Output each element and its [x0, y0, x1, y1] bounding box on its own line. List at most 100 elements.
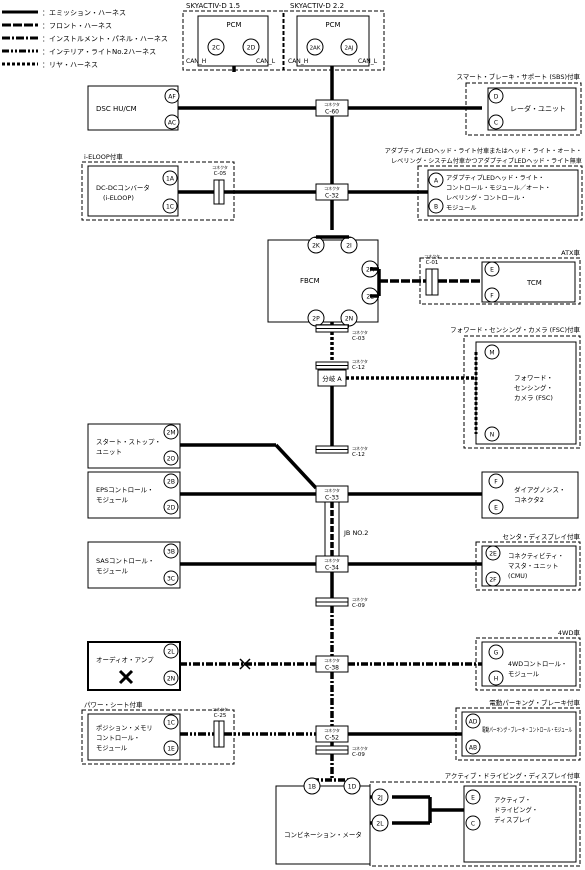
epb-module: 電動パーキング・ブレーキ付車 電動パーキング・ブレーキ・コントロール・モジュール… [455, 698, 581, 761]
pin-label: AC [168, 120, 176, 127]
tcm-label: TCM [526, 279, 542, 287]
adaptive-label3: レベリング・コントロール・ [446, 194, 526, 202]
eps-label2: モジュール [96, 496, 129, 504]
pin-label: B [434, 204, 438, 211]
pin-label: 3C [167, 576, 175, 583]
conn-word: コネクタ [324, 101, 340, 107]
fsc-caption: フォワード・センシング・カメラ (FSC)付車 [450, 325, 580, 334]
adaptive-label4: モジュール [446, 205, 477, 212]
connector-c25: C-25 [214, 713, 227, 719]
pcm-15-label: PCM [226, 21, 241, 29]
pin-label: E [494, 505, 498, 512]
sbs-caption: スマート・ブレーキ・サポート (SBS)付車 [456, 72, 580, 81]
legend-label-interior: ：インテリア・ライトNo.2ハーネス [42, 48, 156, 56]
connector-c09a: C-09 [352, 603, 365, 609]
pin-label: H [494, 676, 499, 683]
start-stop-label2: ユニット [96, 448, 122, 456]
pin-label: 2I [346, 243, 352, 250]
add-label1: アクティブ・ [494, 795, 531, 804]
epb-label: 電動パーキング・ブレーキ・コントロール・モジュール [482, 726, 572, 734]
pin-label: 2B [167, 479, 175, 486]
conn-word: コネクタ [324, 727, 340, 733]
open-circuit-cross-icon [239, 658, 251, 670]
conn-word: コネクタ [324, 185, 340, 191]
pin-label: AB [469, 745, 477, 752]
add-label3: ディスプレイ [494, 815, 531, 824]
conn-word: コネクタ [352, 745, 368, 751]
engine-15-label: SKYACTIV-D 1.5 [186, 2, 240, 10]
epb-caption: 電動パーキング・ブレーキ付車 [489, 698, 580, 707]
pin-label: 1E [167, 746, 175, 753]
pin-label: C [471, 821, 475, 828]
pin-label: F [494, 479, 498, 486]
branch-a: 分岐 A [317, 369, 347, 387]
fsc-label1: フォワード・ [514, 374, 553, 382]
pin-label: D [494, 94, 499, 101]
cmu-label3: (CMU) [508, 573, 527, 580]
conn-word: コネクタ [352, 445, 368, 451]
sas-label2: モジュール [96, 567, 129, 575]
pin-label: 2L [376, 821, 384, 828]
eloop-label: DC-DCコンバータ [96, 183, 150, 192]
pin-label: AD [469, 719, 478, 726]
pin-label: 2N [167, 676, 175, 683]
conn-word: コネクタ [324, 487, 340, 493]
fbcm-module: FBCM 2K 2I 2R 2L 2P 2N [267, 236, 379, 327]
branch-label: 分岐 A [322, 374, 342, 383]
fsc-label3: カメラ (FSC) [514, 394, 553, 402]
pcm-22-label: PCM [325, 21, 340, 29]
connector-c12b: C-12 [352, 452, 365, 458]
connector-c09b: C-09 [352, 752, 365, 758]
power-seat-label3: モジュール [96, 744, 127, 752]
awd-label2: モジュール [508, 670, 539, 678]
combination-meter: コンビネーション・メータ 1B 1D [275, 777, 371, 865]
dlc-label2: コネクタ2 [514, 495, 544, 504]
connector-c12a: C-12 [352, 365, 365, 371]
tcm-caption: ATX車 [561, 248, 580, 257]
cmu-label1: コネクティビティ・ [508, 551, 564, 560]
power-seat-caption: パワー・シート付車 [84, 700, 143, 709]
fsc-module: フォワード・センシング・カメラ (FSC)付車 フォワード・ センシング・ カメ… [450, 325, 581, 449]
engine-22-label: SKYACTIV-D 2.2 [290, 2, 344, 10]
canl-label: CAN_L [358, 58, 378, 65]
dlc2-connector: ダイアグノシス・ コネクタ2 F E [481, 471, 579, 519]
canh-label: CAN_H [288, 58, 308, 65]
sas-label1: SASコントロール・ [96, 557, 154, 565]
start-stop-unit: スタート・ストップ・ ユニット 2M 2O [87, 423, 181, 469]
sbs-radar-module: スマート・ブレーキ・サポート (SBS)付車 レーダ・ユニット D C [456, 72, 582, 136]
eloop-module: i-ELOOP付車 DC-DCコンバータ (i-ELOOP) 1A 1C [81, 152, 235, 221]
pin-label: 1C [167, 720, 175, 727]
pin-label: 2P [312, 316, 320, 323]
conn-word: コネクタ [352, 358, 368, 364]
connector-c32: C-32 [325, 193, 339, 200]
dlc-label1: ダイアグノシス・ [514, 485, 566, 494]
jb-label: JB NO.2 [343, 529, 368, 537]
dsc-module: DSC HU/CM AF AC [87, 85, 180, 131]
connector-c01: C-01 [426, 260, 439, 266]
conn-word: コネクタ [352, 596, 368, 602]
cmu-caption: センタ・ディスプレイ付車 [502, 532, 580, 541]
audio-label: オーディオ・アンプ [96, 655, 154, 664]
adaptive-label1: アダプティブLEDヘッド・ライト・ [446, 174, 544, 182]
eloop-caption: i-ELOOP付車 [84, 152, 123, 161]
fsc-label2: センシング・ [514, 383, 553, 392]
awd-module: 4WD車 4WDコントロール・ モジュール G H [475, 628, 581, 691]
pin-label: 2J [377, 795, 383, 802]
audio-amp: オーディオ・アンプ 2L 2N [87, 641, 181, 691]
pin-label: F [490, 293, 494, 300]
adaptive-label2: コントロール・モジュール／オート・ [446, 185, 551, 192]
legend-label-front: ：フロント・ハーネス [42, 22, 112, 30]
pin-label: 1A [166, 176, 175, 183]
power-seat-module: パワー・シート付車 ポジション・メモリ コントロール・ モジュール 1C 1E [81, 700, 235, 765]
add-caption: アクティブ・ドライビング・ディスプレイ付車 [445, 771, 581, 780]
pin-label: 2AJ [345, 46, 354, 52]
cmu-label2: マスタ・ユニット [508, 561, 558, 570]
pin-label: 2N [345, 316, 353, 323]
tcm-module: ATX車 TCM E F [419, 248, 581, 305]
conn-word: コネクタ [324, 557, 340, 563]
connector-c38: C-38 [325, 665, 339, 672]
eloop-label2: (i-ELOOP) [103, 194, 134, 202]
pin-label: E [471, 795, 475, 802]
power-seat-label1: ポジション・メモリ [96, 724, 153, 732]
